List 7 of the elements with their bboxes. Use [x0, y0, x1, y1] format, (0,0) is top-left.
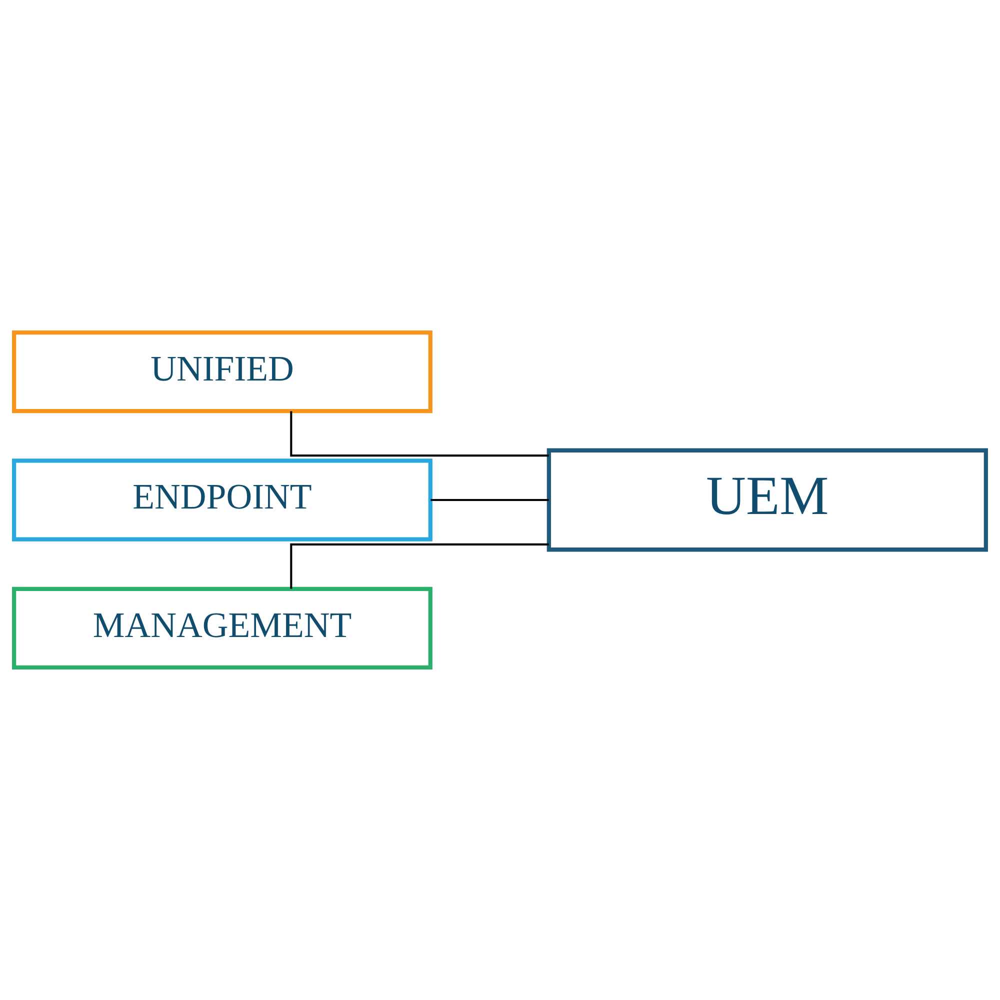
node-box: UNIFIED — [12, 330, 432, 414]
node-box: ENDPOINT — [12, 458, 432, 542]
connector — [290, 543, 549, 589]
connector — [430, 498, 549, 502]
node-box: UEM — [546, 448, 988, 552]
node-box: MANAGEMENT — [12, 586, 432, 670]
connector — [290, 411, 549, 457]
